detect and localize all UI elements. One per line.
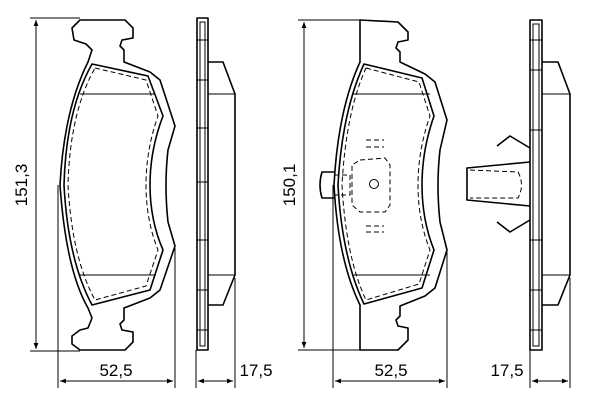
- friction-material: [63, 63, 164, 306]
- pad-1-side-view: [196, 17, 236, 351]
- width-label: 52,5: [99, 361, 132, 380]
- spring-clip-top: [496, 135, 531, 149]
- pad-1-front-view: [59, 19, 176, 351]
- pad-1-dimensions: 151,3 52,5 17,5: [12, 17, 273, 388]
- backing-plate-outline: [59, 19, 176, 351]
- width-label: 52,5: [374, 361, 407, 380]
- clip-tab: [319, 171, 334, 199]
- clip-side: [466, 161, 531, 207]
- pad-2-dimensions: 150,1 52,5 17,5: [280, 19, 571, 388]
- backing-plate-outline: [333, 19, 448, 351]
- height-label: 150,1: [280, 164, 299, 207]
- thickness-label: 17,5: [239, 361, 272, 380]
- pad-2-side-view: [466, 19, 571, 351]
- thickness-label: 17,5: [490, 361, 523, 380]
- height-label: 151,3: [12, 164, 31, 207]
- pad-2-front-view: [319, 19, 448, 351]
- clip-pin: [369, 179, 379, 189]
- spring-clip-bottom: [496, 219, 531, 233]
